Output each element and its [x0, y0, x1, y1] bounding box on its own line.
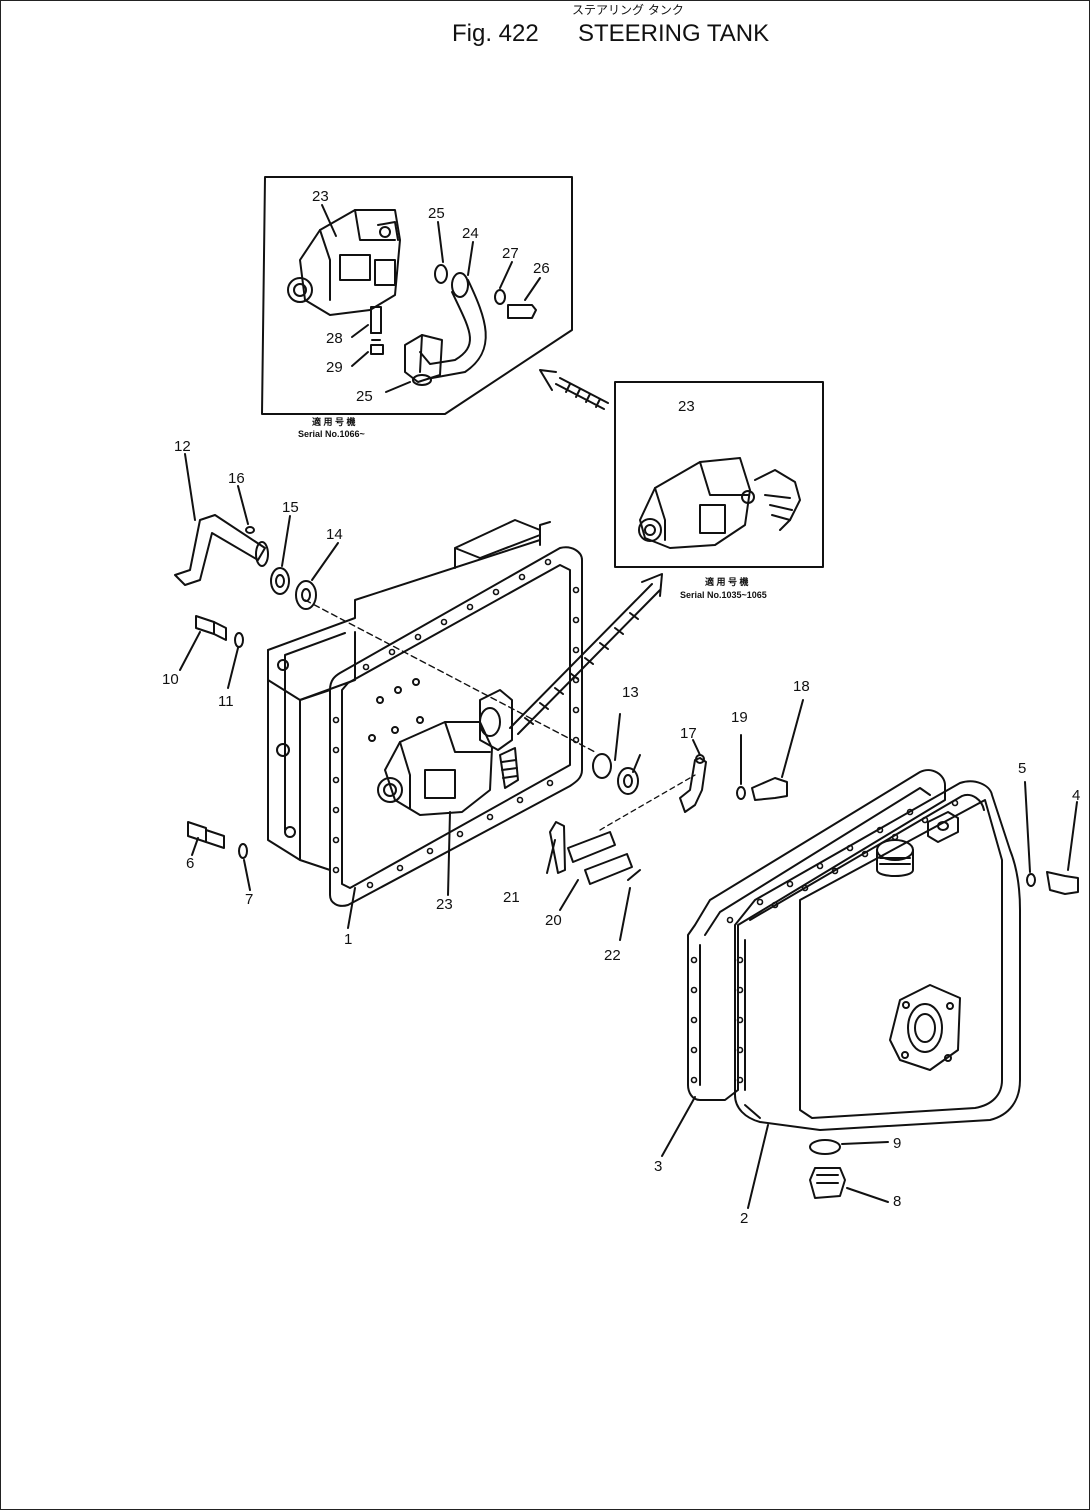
view-arrow-inset-2	[509, 573, 663, 735]
linkage-parts	[546, 699, 804, 941]
callout-8: 8	[893, 1193, 901, 1210]
inset-1-caption: Serial No.1066~	[298, 429, 365, 439]
figure-title: STEERING TANK	[578, 20, 769, 47]
callout-7: 7	[245, 891, 253, 908]
inset-2-caption: Serial No.1035~1065	[680, 590, 767, 600]
callout-19: 19	[731, 709, 748, 726]
callout-4: 4	[1072, 787, 1080, 804]
callout-23-inset1: 23	[312, 188, 329, 205]
tank-hardware	[661, 781, 1079, 1209]
callout-21: 21	[503, 889, 520, 906]
callout-25-top: 25	[428, 205, 445, 222]
callout-2: 2	[740, 1210, 748, 1227]
callout-23-inset2: 23	[678, 398, 695, 415]
callout-29: 29	[326, 359, 343, 376]
tank-cover-assembly	[267, 519, 596, 907]
callout-6: 6	[186, 855, 194, 872]
callout-1: 1	[344, 931, 352, 948]
callout-labels: 23 25 24 27 26 28 29 25 23 12 16 15 14 1…	[162, 188, 1080, 1227]
callout-25-bottom: 25	[356, 388, 373, 405]
callout-12: 12	[174, 438, 191, 455]
callout-10: 10	[162, 671, 179, 688]
callout-16: 16	[228, 470, 245, 487]
callout-26: 26	[533, 260, 550, 277]
callout-28: 28	[326, 330, 343, 347]
callout-24: 24	[462, 225, 479, 242]
callout-5: 5	[1018, 760, 1026, 777]
callout-14: 14	[326, 526, 343, 543]
callout-23-main: 23	[436, 896, 453, 913]
inset-1-caption-jp: 適 用 号 機	[312, 416, 356, 427]
figure-number: Fig. 422	[452, 20, 539, 47]
callout-13: 13	[622, 684, 639, 701]
tank-assembly	[687, 769, 1021, 1131]
callout-17: 17	[680, 725, 697, 742]
view-arrow-inset-1	[539, 369, 609, 410]
callout-22: 22	[604, 947, 621, 964]
callout-11: 11	[218, 693, 234, 710]
callout-20: 20	[545, 912, 562, 929]
callout-3: 3	[654, 1158, 662, 1175]
inset-captions: 適 用 号 機 Serial No.1066~ 適 用 号 機 Serial N…	[298, 416, 767, 600]
callout-18: 18	[793, 678, 810, 695]
inset-serial-1066	[261, 176, 573, 415]
callout-27: 27	[502, 245, 519, 262]
inset-2-caption-jp: 適 用 号 機	[705, 576, 749, 587]
callout-15: 15	[282, 499, 299, 516]
callout-9: 9	[893, 1135, 901, 1152]
title-japanese: ステアリング タンク	[572, 3, 684, 17]
lever-and-bearing-parts	[174, 453, 451, 929]
inset-serial-1035-1065	[614, 381, 824, 568]
